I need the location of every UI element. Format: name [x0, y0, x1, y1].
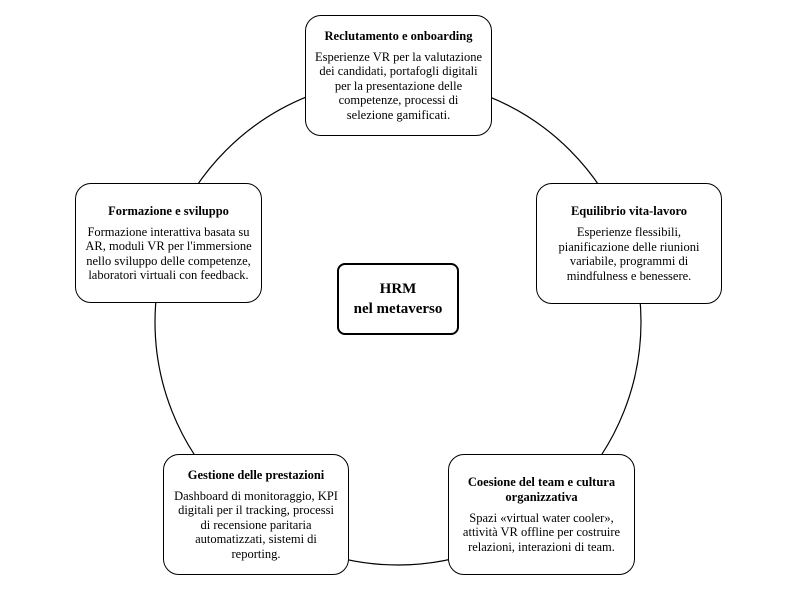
center-node: HRM nel metaverso — [337, 263, 459, 335]
node-training-development: Formazione e sviluppo Formazione interat… — [75, 183, 262, 303]
center-title-line2: nel metaverso — [353, 301, 443, 317]
node-description: Esperienze VR per la valutazione dei can… — [314, 49, 483, 122]
node-team-cohesion-culture: Coesione del team e cultura organizzativ… — [448, 454, 635, 575]
node-description: Spazi «virtual water cooler», attività V… — [462, 510, 621, 554]
node-recruitment-onboarding: Reclutamento e onboarding Esperienze VR … — [305, 15, 492, 136]
node-title: Formazione e sviluppo — [108, 203, 229, 218]
node-title: Reclutamento e onboarding — [324, 28, 473, 43]
node-description: Formazione interattiva basata su AR, mod… — [85, 224, 252, 283]
node-title: Equilibrio vita-lavoro — [570, 204, 688, 218]
node-performance-management: Gestione delle prestazioni Dashboard di … — [163, 454, 349, 575]
node-title: Coesione del team e cultura organizzativ… — [467, 474, 616, 504]
node-title: Gestione delle prestazioni — [187, 467, 325, 482]
node-description: Esperienze flessibili, pianificazione de… — [558, 225, 700, 283]
node-work-life-balance: Equilibrio vita-lavoro Esperienze flessi… — [536, 183, 722, 304]
center-title-line1: HRM — [379, 281, 417, 297]
node-description: Dashboard di monitoraggio, KPI digitali … — [174, 488, 338, 561]
